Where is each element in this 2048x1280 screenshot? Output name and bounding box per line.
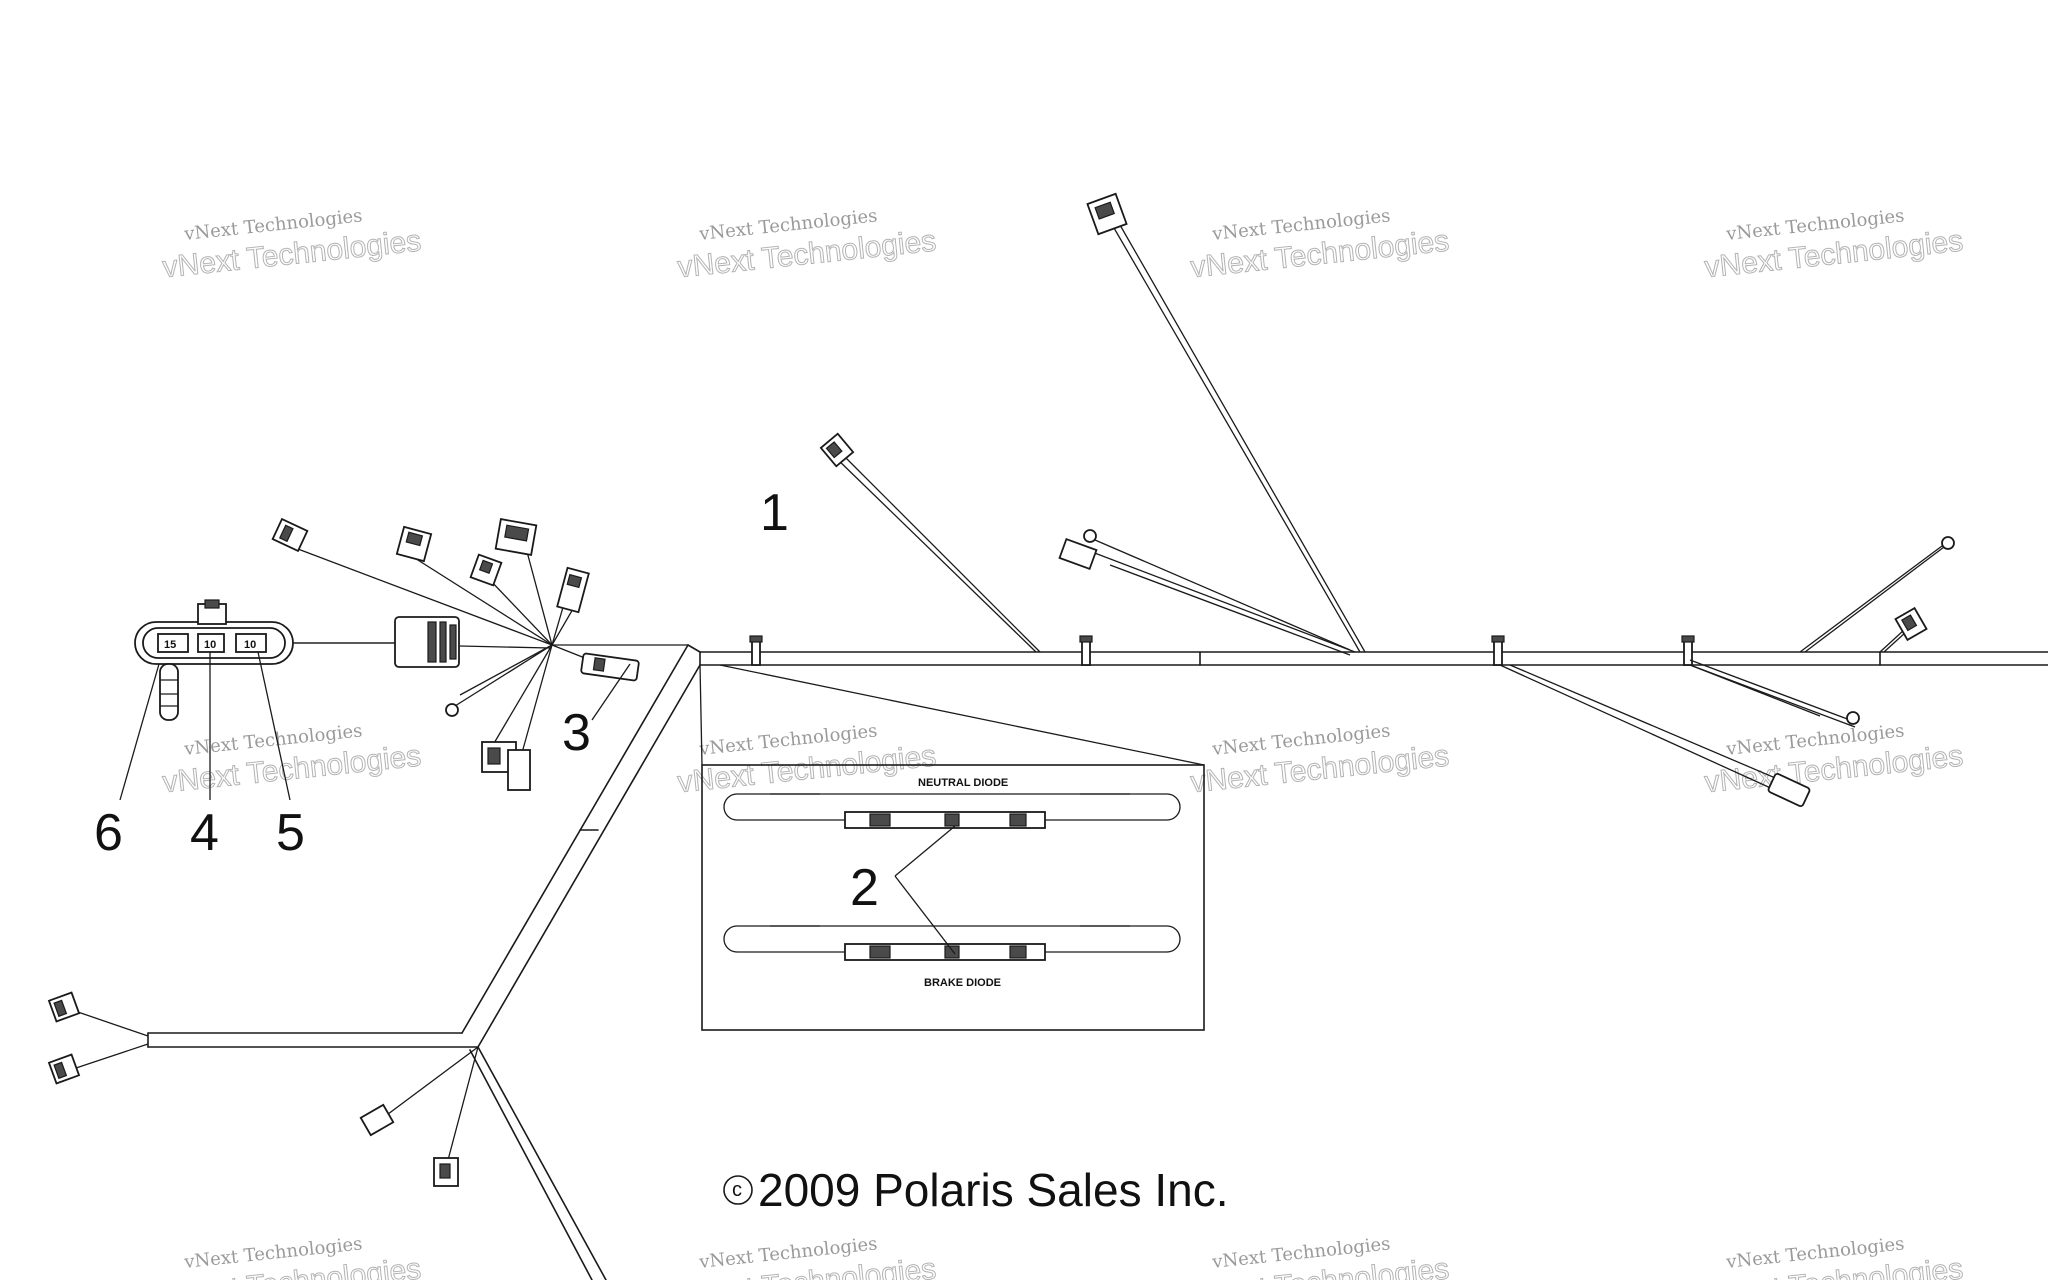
harness-clip xyxy=(749,635,763,666)
svg-text:10: 10 xyxy=(204,639,216,651)
watermark: vNext Technologies vNext Technologies xyxy=(161,205,424,284)
left-harness-branch xyxy=(69,644,701,1280)
item-3-connector xyxy=(580,652,640,682)
watermark: vNext Technologies vNext Technologies xyxy=(676,720,939,799)
callout-3: 3 xyxy=(562,704,591,762)
brake-diode-assembly: BRAKE DIODE xyxy=(723,925,1181,989)
svg-text:10: 10 xyxy=(244,639,256,651)
callout-6: 6 xyxy=(94,804,123,862)
watermark: vNext Technologies vNext Technologies xyxy=(1189,1233,1452,1280)
callout-4: 4 xyxy=(190,804,219,862)
main-bulkhead-connector xyxy=(394,616,460,668)
copyright-text: 2009 Polaris Sales Inc. xyxy=(758,1164,1229,1216)
left-end-connectors xyxy=(47,991,459,1187)
harness-clip xyxy=(1681,635,1695,666)
item-4-5-6-connector-block: 15 10 10 xyxy=(134,599,395,721)
main-harness-trunk xyxy=(699,651,2048,666)
trunk-branch-connectors xyxy=(819,192,1955,808)
svg-text:NEUTRAL DIODE: NEUTRAL DIODE xyxy=(918,777,1008,789)
harness-clip xyxy=(1079,635,1093,666)
copyright-symbol: c xyxy=(732,1179,742,1201)
harness-clips xyxy=(749,635,1695,666)
watermark: vNext Technologies vNext Technologies xyxy=(161,720,424,799)
ring-terminal xyxy=(1846,711,1860,725)
diode-inset: NEUTRAL DIODE BRAKE DIODE xyxy=(699,664,1205,1031)
plastic-rivet xyxy=(159,663,179,721)
watermark: vNext Technologies vNext Technologies xyxy=(676,205,939,284)
junction-connectors xyxy=(271,517,590,791)
copyright-notice: c 2009 Polaris Sales Inc. xyxy=(723,1164,1229,1216)
fuse-slot-left: 15 xyxy=(157,633,189,653)
watermark: vNext Technologies vNext Technologies xyxy=(1189,720,1452,799)
leader-lines xyxy=(119,651,956,955)
harness-clip xyxy=(1491,635,1505,666)
ring-terminal xyxy=(1941,536,1955,550)
watermark: vNext Technologies vNext Technologies xyxy=(1703,720,1966,799)
svg-text:BRAKE DIODE: BRAKE DIODE xyxy=(924,977,1001,989)
callout-labels: 1 2 3 4 5 6 xyxy=(94,484,879,917)
callout-1: 1 xyxy=(760,484,789,542)
ring-terminal xyxy=(1058,529,1098,571)
svg-text:15: 15 xyxy=(164,639,176,651)
fuse-slot-middle: 10 xyxy=(197,633,225,653)
neutral-diode-assembly: NEUTRAL DIODE xyxy=(723,777,1181,829)
fuse-slot-right: 10 xyxy=(235,633,267,653)
trunk-branches xyxy=(833,224,1949,791)
watermark: vNext Technologies vNext Technologies xyxy=(1189,205,1452,284)
callout-2: 2 xyxy=(850,859,879,917)
watermark: vNext Technologies vNext Technologies xyxy=(161,1233,424,1280)
watermark: vNext Technologies vNext Technologies xyxy=(676,1233,939,1280)
watermark: vNext Technologies vNext Technologies xyxy=(1703,205,1966,284)
watermark: vNext Technologies vNext Technologies xyxy=(1703,1233,1966,1280)
watermarks: vNext Technologies vNext Technologies vN… xyxy=(161,205,1966,1280)
callout-5: 5 xyxy=(276,804,305,862)
